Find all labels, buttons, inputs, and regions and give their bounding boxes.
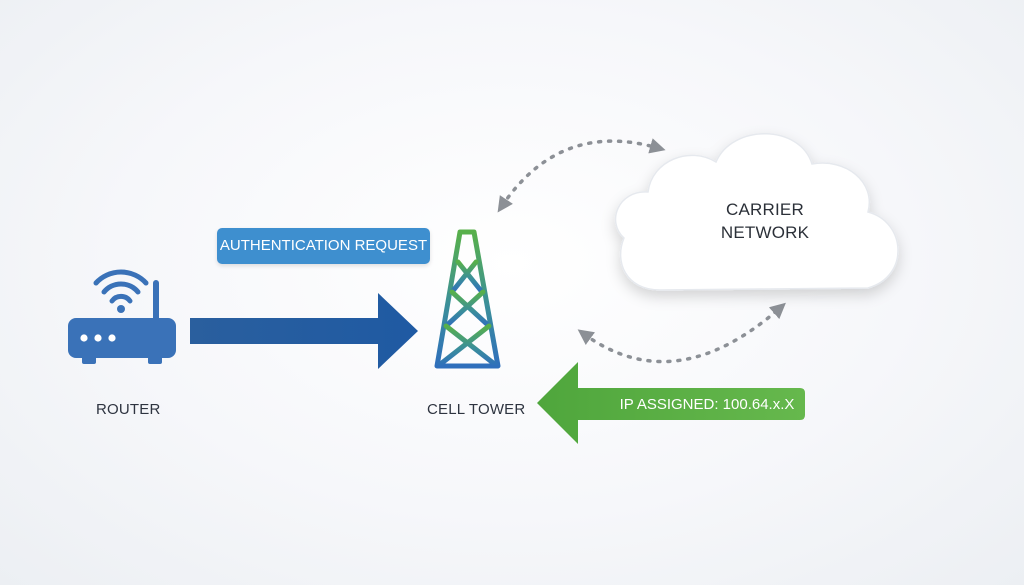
- wifi-icon: [93, 269, 149, 313]
- ip-assigned-label: IP ASSIGNED: 100.64.x.X: [619, 396, 795, 413]
- request-arrow: [190, 293, 418, 369]
- carrier-network-label-line2: NETWORK: [720, 223, 810, 242]
- authentication-request-badge: AUTHENTICATION REQUEST: [217, 228, 430, 264]
- response-arrow: [537, 362, 805, 444]
- cell-tower-icon: [431, 203, 503, 369]
- router-icon: [68, 280, 176, 364]
- dotted-arrow-upper: [497, 138, 666, 213]
- carrier-network-label: CARRIER NETWORK: [690, 198, 840, 244]
- cell-tower-label: CELL TOWER: [427, 401, 526, 418]
- dotted-arrow-lower: [577, 302, 786, 364]
- cloud-icon: [614, 133, 899, 291]
- carrier-network-label-line1: CARRIER: [726, 200, 804, 219]
- router-label: ROUTER: [96, 401, 161, 418]
